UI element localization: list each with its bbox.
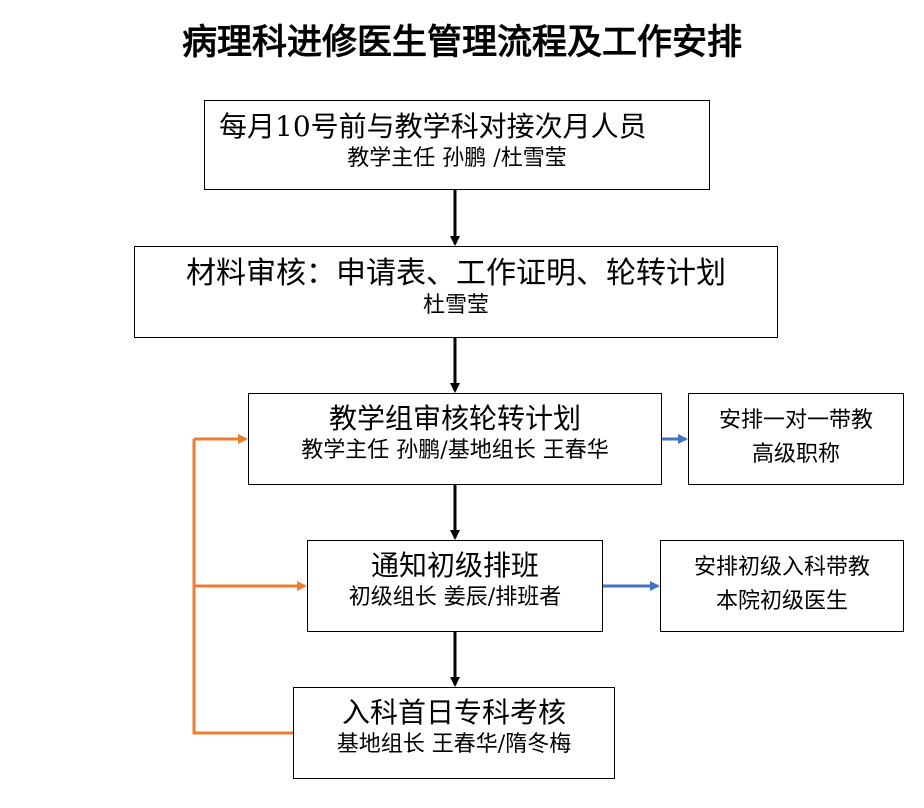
side-note-2-line2: 本院初级医生 [715,589,848,614]
step-2-title: 材料审核：申请表、工作证明、轮转计划 [186,256,726,291]
side-note-1-line2: 高级职称 [751,442,840,467]
step-3-detail: 教学主任 孙鹏/基地组长 王春华 [301,438,609,463]
step-box-1: 每月10号前与教学科对接次月人员 教学主任 孙鹏 /杜雪莹 [204,100,710,190]
step-box-2: 材料审核：申请表、工作证明、轮转计划 杜雪莹 [134,246,778,338]
side-note-1-line1: 安排一对一带教 [718,408,873,433]
step-box-5: 入科首日专科考核 基地组长 王春华/隋冬梅 [293,687,615,779]
step-1-title: 每月10号前与教学科对接次月人员 [219,110,647,143]
step-4-title: 通知初级排班 [370,549,539,582]
side-note-2-line1: 安排初级入科带教 [693,555,870,580]
step-box-4: 通知初级排班 初级组长 姜辰/排班者 [307,540,603,632]
step-5-detail: 基地组长 王春华/隋冬梅 [336,732,572,757]
step-2-detail: 杜雪莹 [422,293,489,318]
step-1-detail: 教学主任 孙鹏 /杜雪莹 [347,146,567,171]
diagram-title: 病理科进修医生管理流程及工作安排 [181,23,742,63]
step-5-title: 入科首日专科考核 [341,696,566,729]
side-note-box-1: 安排一对一带教 高级职称 [688,393,904,485]
step-4-detail: 初级组长 姜辰/排班者 [348,585,562,610]
feedback-loop-line [192,439,293,735]
step-box-3: 教学组审核轮转计划 教学主任 孙鹏/基地组长 王春华 [248,393,662,485]
step-3-title: 教学组审核轮转计划 [328,402,581,435]
side-note-box-2: 安排初级入科带教 本院初级医生 [660,540,904,632]
